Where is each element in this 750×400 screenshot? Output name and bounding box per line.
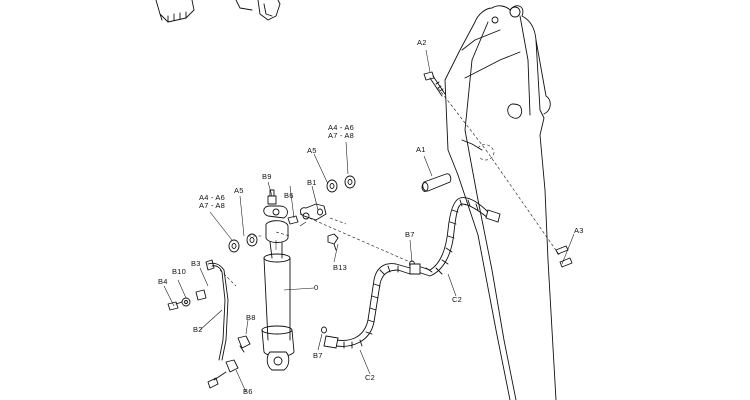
- label-a7a8-top: A7 - A8: [328, 131, 354, 140]
- label-b2: B2: [193, 325, 203, 334]
- boom-arm: [444, 5, 557, 400]
- label-a3: A3: [574, 226, 584, 235]
- bracket-b1: [299, 203, 327, 221]
- washers-a5-top: [326, 175, 356, 193]
- fitting-b8: [237, 335, 251, 353]
- label-a4a6-top: A4 - A6: [328, 123, 354, 132]
- partial-bucket-parts: [155, 0, 281, 23]
- hydraulic-cylinder: [261, 205, 295, 371]
- label-b10: B10: [172, 267, 186, 276]
- washer-b10: [181, 297, 191, 307]
- label-b4: B4: [158, 277, 168, 286]
- fitting-b6-top: [287, 215, 299, 225]
- washers-a5-left: [228, 233, 258, 253]
- label-c2-right: C2: [452, 295, 462, 304]
- bolts-a3: [555, 245, 573, 268]
- label-b3: B3: [191, 259, 201, 268]
- fitting-b6-bottom: [207, 359, 239, 389]
- bolt-b4: [167, 301, 183, 311]
- label-zero: 0: [314, 283, 319, 292]
- nut-b3: [195, 289, 207, 301]
- label-b6-top: B6: [284, 191, 294, 200]
- hose-c2-upper: [409, 197, 501, 277]
- label-c2-bottom: C2: [365, 373, 375, 382]
- label-b1: B1: [307, 178, 317, 187]
- bolt-a2: [423, 71, 446, 97]
- label-b9: B9: [262, 172, 272, 181]
- assembly-marks: [275, 221, 307, 250]
- label-a2: A2: [417, 38, 427, 47]
- label-b13: B13: [333, 263, 347, 272]
- fitting-b13: [327, 233, 339, 251]
- label-a5-left: A5: [234, 186, 244, 195]
- pin-a1: [421, 173, 452, 192]
- label-a4a6-left: A4 - A6: [199, 193, 225, 202]
- clamp-b7-bottom: [321, 326, 327, 334]
- label-a7a8-left: A7 - A8: [199, 201, 225, 210]
- label-b8: B8: [246, 313, 256, 322]
- grease-line-b2: [205, 259, 229, 361]
- label-b7-top: B7: [405, 230, 415, 239]
- grease-nipple-b9: [267, 189, 277, 205]
- hose-c2-lower: [323, 263, 411, 349]
- label-a5-top: A5: [307, 146, 317, 155]
- label-b7-bottom: B7: [313, 351, 323, 360]
- label-a1: A1: [416, 145, 426, 154]
- label-b6-bottom: B6: [243, 387, 253, 396]
